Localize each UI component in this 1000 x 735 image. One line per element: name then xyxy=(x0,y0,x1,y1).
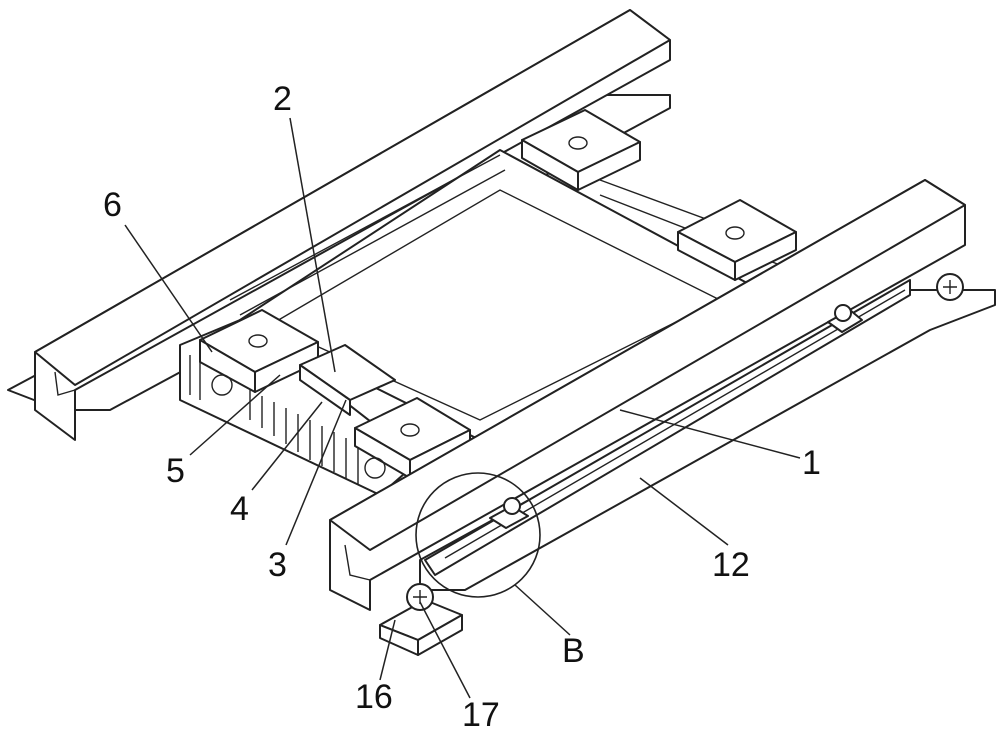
label-12: 12 xyxy=(712,546,750,584)
rack-teeth xyxy=(189,355,359,484)
label-3: 3 xyxy=(268,546,287,584)
label-2: 2 xyxy=(273,80,292,118)
label-5: 5 xyxy=(166,452,185,490)
label-1: 1 xyxy=(802,444,821,482)
left-rail-top xyxy=(34,9,671,386)
detail-circle-b xyxy=(415,472,541,598)
label-16: 16 xyxy=(355,678,393,716)
screw-17 xyxy=(379,273,964,656)
label-17: 17 xyxy=(462,696,500,734)
label-4: 4 xyxy=(230,490,249,528)
label-6: 6 xyxy=(103,186,122,224)
slot-guide xyxy=(424,279,911,576)
slide-nut xyxy=(489,304,863,529)
label-b: B xyxy=(562,632,585,670)
right-rail-top xyxy=(329,179,966,551)
leader-lines xyxy=(124,117,801,699)
